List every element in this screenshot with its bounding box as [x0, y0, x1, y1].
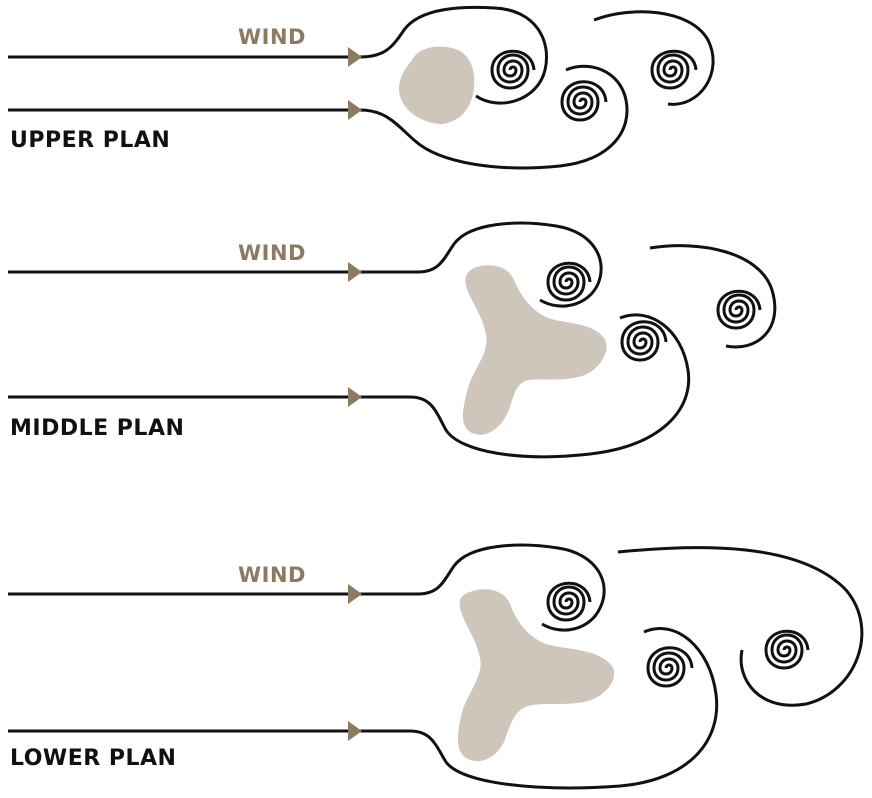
- upper-wind-streamline-bottom: [8, 64, 629, 170]
- upper-plan-label: UPPER PLAN: [10, 128, 170, 153]
- lower-vortex-1: [546, 581, 592, 622]
- middle-wind-streamline-top: [8, 221, 603, 308]
- middle-plan-label: MIDDLE PLAN: [10, 416, 184, 441]
- lower-wind-streamline-top: [8, 543, 606, 632]
- lower-plan-label: LOWER PLAN: [10, 746, 176, 771]
- middle-wind-label: WIND: [238, 241, 306, 265]
- middle-vortex-3: [716, 289, 762, 330]
- upper-wind-streamline-top: [8, 5, 548, 105]
- upper-wind-arrow-top: [348, 47, 362, 67]
- middle-vortex-2: [620, 320, 668, 362]
- middle-wind-arrow-bottom: [348, 387, 362, 407]
- lower-vortex-2: [646, 646, 694, 688]
- middle-wake-curl: [649, 244, 777, 349]
- lower-wind-arrow-top: [348, 584, 362, 604]
- lower-vortex-3: [764, 629, 810, 670]
- lower-vortices: [546, 581, 810, 688]
- middle-wind-arrow-top: [348, 262, 362, 282]
- middle-building-plan: [462, 265, 607, 435]
- lower-wind-streamline-bottom: [8, 627, 719, 790]
- upper-vortex-1: [490, 49, 536, 90]
- middle-vortices: [546, 261, 762, 362]
- middle-vortex-1: [546, 261, 592, 302]
- upper-wind-arrow-bottom: [348, 100, 362, 120]
- upper-vortex-3: [650, 49, 698, 90]
- lower-plan-panel: WIND LOWER PLAN: [8, 543, 864, 790]
- lower-wind-label: WIND: [238, 563, 306, 587]
- middle-wind-streamline-bottom: [8, 313, 691, 459]
- upper-building-plan: [398, 46, 475, 124]
- upper-vortex-2: [560, 80, 608, 122]
- upper-wind-label: WIND: [238, 25, 306, 49]
- upper-plan-panel: WIND UPPER PLAN: [8, 5, 715, 170]
- lower-wake-curl: [617, 546, 864, 707]
- upper-wake-curl: [593, 10, 715, 106]
- middle-plan-panel: WIND MIDDLE PLAN: [8, 221, 777, 459]
- lower-wind-arrow-bottom: [348, 721, 362, 741]
- upper-vortices: [490, 49, 698, 122]
- lower-building-plan: [458, 589, 615, 762]
